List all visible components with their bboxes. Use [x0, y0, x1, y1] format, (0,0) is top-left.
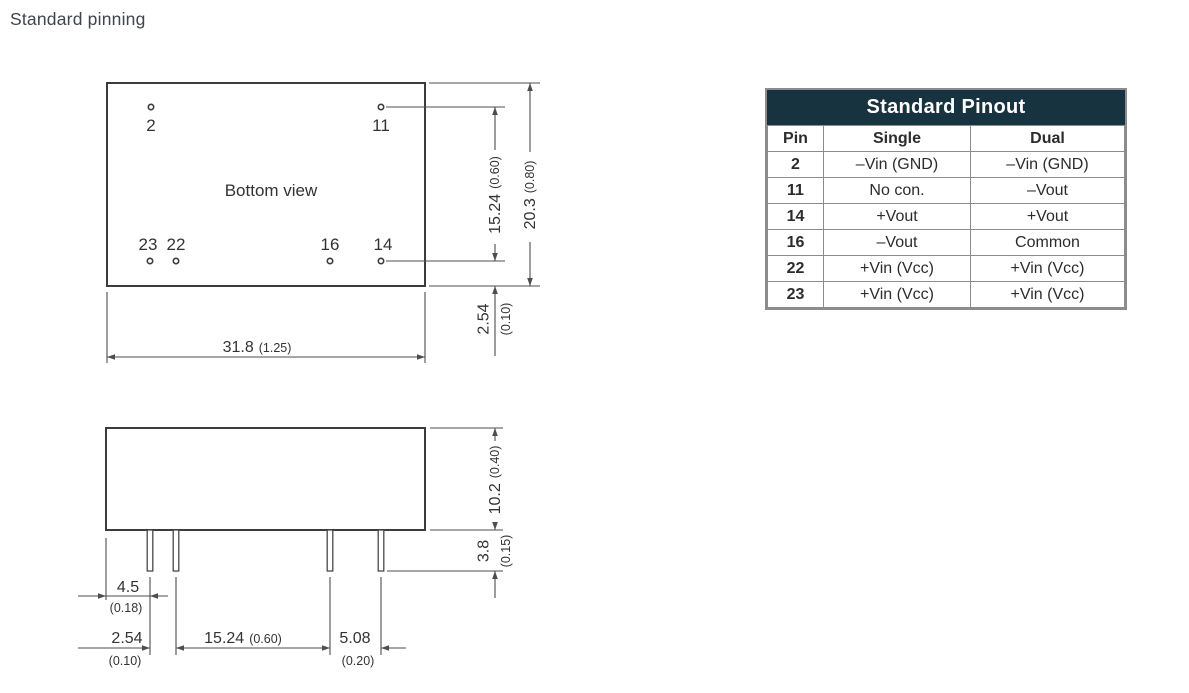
- dim-label-pin-length-mm: 3.8: [476, 540, 493, 562]
- pin-hole-16: [326, 257, 334, 265]
- table-row: 14 +Vout +Vout: [767, 203, 1125, 230]
- table-row: 11 No con. –Vout: [767, 177, 1125, 204]
- cell-dual: Common: [970, 229, 1125, 256]
- dim-label-row-spacing: 15.24(0.60): [487, 156, 504, 234]
- pinout-table: Standard Pinout Pin Single Dual 2 –Vin (…: [765, 88, 1127, 310]
- cell-dual: –Vout: [970, 177, 1125, 204]
- cell-single: +Vin (Vcc): [823, 281, 971, 308]
- side-view-extension-lines: [105, 427, 503, 655]
- dim-pin-gap: 5.08 (0.20): [339, 630, 406, 668]
- dim-label-body-thickness: 10.2(0.40): [487, 446, 504, 515]
- pin-label-23: 23: [139, 235, 158, 254]
- cell-single: +Vin (Vcc): [823, 255, 971, 282]
- dim-label-body-height: 20.3(0.80): [522, 161, 539, 230]
- pin-hole-14: [377, 257, 385, 265]
- cell-pin: 14: [767, 203, 824, 230]
- pinout-table-title: Standard Pinout: [767, 90, 1125, 125]
- cell-dual: +Vin (Vcc): [970, 255, 1125, 282]
- pin-lead-3: [326, 529, 334, 572]
- cell-single: No con.: [823, 177, 971, 204]
- dim-label-body-width: 31.8(1.25): [223, 339, 292, 356]
- table-row: 22 +Vin (Vcc) +Vin (Vcc): [767, 255, 1125, 282]
- dim-pin-to-edge: 2.54 (0.10): [476, 286, 513, 356]
- module-outline-bottom: [106, 82, 426, 287]
- dim-label-edge-to-pin-inch: (0.18): [110, 601, 143, 615]
- page-title: Standard pinning: [10, 9, 146, 29]
- cell-dual: +Vin (Vcc): [970, 281, 1125, 308]
- pin-label-2: 2: [146, 116, 155, 135]
- dim-label-pin-pitch-inch: (0.10): [109, 654, 142, 668]
- table-header-row: Pin Single Dual: [767, 125, 1125, 152]
- module-outline-side: [105, 427, 426, 531]
- dim-label-pin-gap-inch: (0.20): [342, 654, 375, 668]
- cell-single: +Vout: [823, 203, 971, 230]
- dim-label-pin-to-edge-mm: 2.54: [476, 303, 493, 334]
- cell-pin: 22: [767, 255, 824, 282]
- dim-label-pin-span: 15.24(0.60): [204, 630, 282, 647]
- dim-label-pin-pitch-mm: 2.54: [111, 630, 142, 647]
- dim-label-pin-gap-mm: 5.08: [339, 630, 370, 647]
- side-view-drawing: 10.2(0.40) 3.8 (0.15) 4.5 (0.18): [78, 427, 513, 668]
- bottom-view-extension-lines: [106, 82, 540, 363]
- cell-single: –Vout: [823, 229, 971, 256]
- pin-hole-23: [146, 257, 154, 265]
- cell-dual: +Vout: [970, 203, 1125, 230]
- dim-pin-length: 3.8 (0.15): [476, 535, 513, 598]
- dim-pin-span: 15.24(0.60): [176, 630, 330, 651]
- pin-lead-4: [377, 529, 385, 572]
- pin-label-16: 16: [321, 235, 340, 254]
- pinout-grid: Pin Single Dual 2 –Vin (GND) –Vin (GND) …: [767, 125, 1125, 308]
- pin-lead-1: [146, 529, 154, 572]
- pin-hole-22: [172, 257, 180, 265]
- pin-label-11: 11: [372, 116, 390, 135]
- pin-hole-2: [147, 103, 155, 111]
- cell-pin: 16: [767, 229, 824, 256]
- dim-pin-pitch: 2.54 (0.10): [78, 630, 150, 668]
- column-header-pin: Pin: [767, 125, 824, 152]
- pin-lead-2: [172, 529, 180, 572]
- dim-body-thickness: 10.2(0.40): [487, 428, 504, 530]
- table-row: 16 –Vout Common: [767, 229, 1125, 256]
- dim-edge-to-pin: 4.5 (0.18): [78, 579, 168, 615]
- cell-dual: –Vin (GND): [970, 151, 1125, 178]
- table-row: 23 +Vin (Vcc) +Vin (Vcc): [767, 281, 1125, 308]
- bottom-view-label: Bottom view: [225, 181, 318, 200]
- dim-label-edge-to-pin-mm: 4.5: [117, 579, 139, 596]
- dim-body-height: 20.3(0.80): [522, 83, 539, 286]
- cell-pin: 2: [767, 151, 824, 178]
- dim-label-pin-length-inch: (0.15): [499, 535, 513, 568]
- cell-pin: 23: [767, 281, 824, 308]
- dim-label-pin-to-edge-inch: (0.10): [499, 303, 513, 336]
- table-row: 2 –Vin (GND) –Vin (GND): [767, 151, 1125, 178]
- dim-body-width: 31.8(1.25): [107, 339, 425, 360]
- pin-label-14: 14: [374, 235, 393, 254]
- cell-pin: 11: [767, 177, 824, 204]
- column-header-single: Single: [823, 125, 971, 152]
- pin-label-22: 22: [167, 235, 186, 254]
- pin-hole-11: [377, 103, 385, 111]
- dim-pin-row-spacing: 15.24(0.60): [487, 107, 504, 261]
- column-header-dual: Dual: [970, 125, 1125, 152]
- cell-single: –Vin (GND): [823, 151, 971, 178]
- bottom-view-drawing: Bottom view 2 11 23 22 16 14: [106, 82, 540, 363]
